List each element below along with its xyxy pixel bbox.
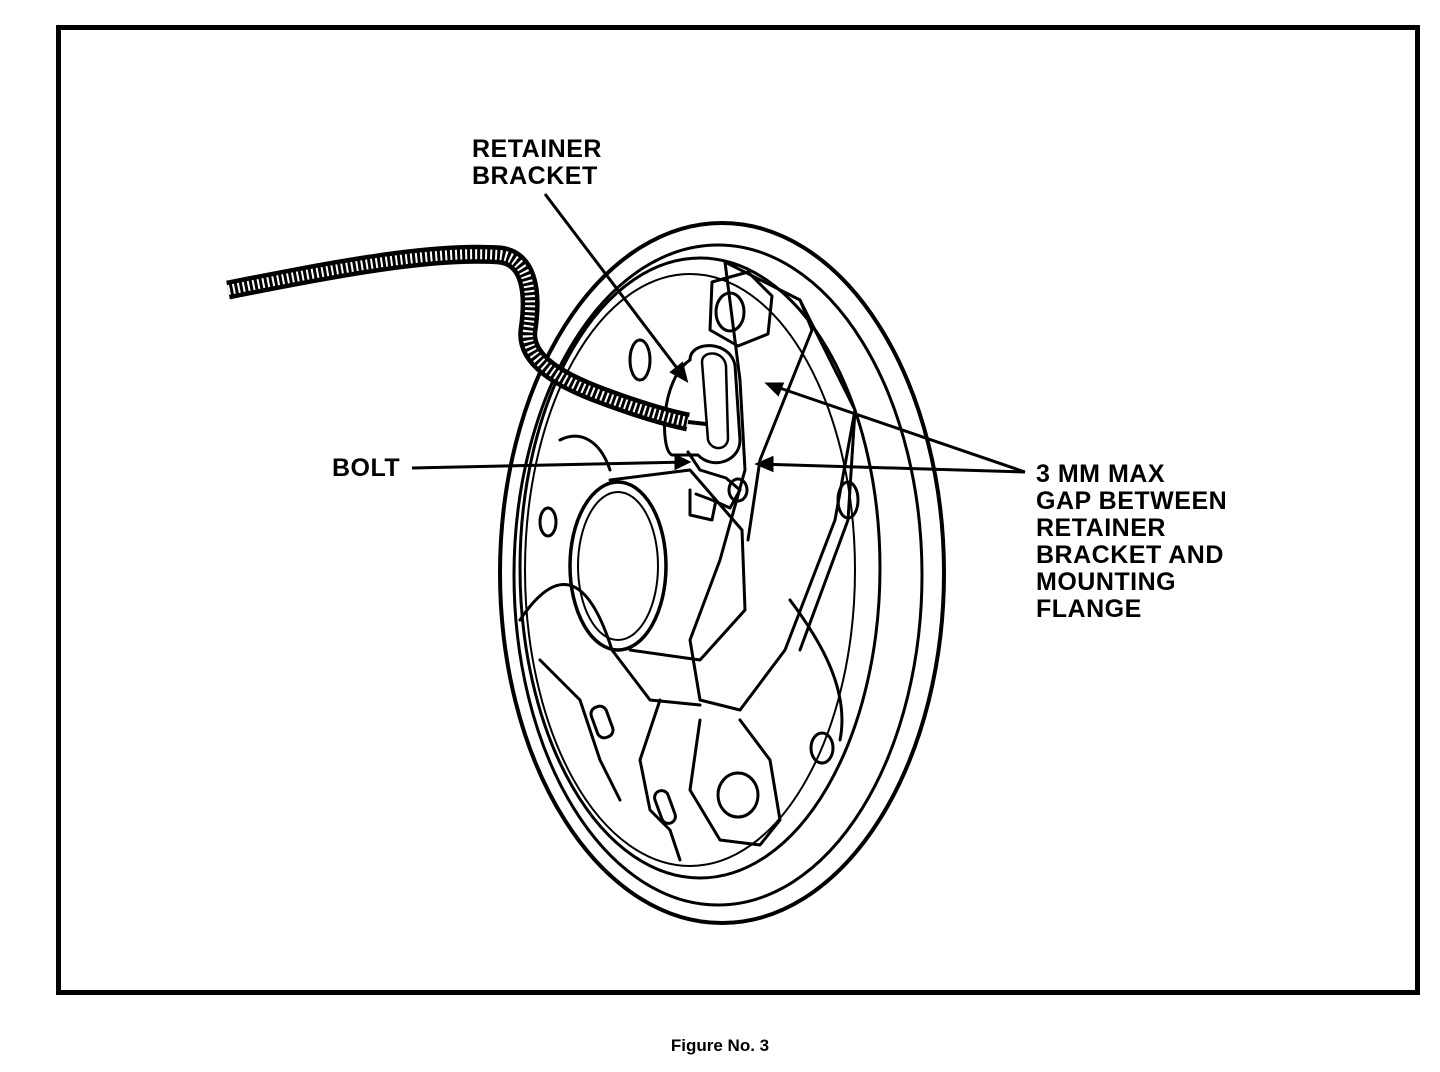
leader-retainer-bracket xyxy=(543,193,688,381)
leader-bolt xyxy=(411,460,689,470)
label-retainer-bracket: RETAINER BRACKET xyxy=(472,135,602,190)
backing-plate-inner-rim xyxy=(512,243,924,907)
sensor-body xyxy=(608,468,747,662)
mounting-hole-lower xyxy=(716,771,760,819)
hex-nut xyxy=(708,270,774,348)
figure-caption: Figure No. 3 xyxy=(670,1036,770,1055)
leader-gap-upper xyxy=(767,382,1026,474)
label-gap-note: 3 MM MAX GAP BETWEEN RETAINER BRACKET AN… xyxy=(1036,460,1228,623)
mounting-flange xyxy=(688,260,857,712)
leader-gap-lower xyxy=(757,462,1026,474)
figure-frame xyxy=(56,25,1420,995)
bolt xyxy=(686,450,742,510)
sensor-face xyxy=(568,480,668,652)
backing-plate-outer-rim xyxy=(498,221,946,925)
label-bolt: BOLT xyxy=(332,454,401,482)
backing-plate-recess xyxy=(518,256,882,880)
